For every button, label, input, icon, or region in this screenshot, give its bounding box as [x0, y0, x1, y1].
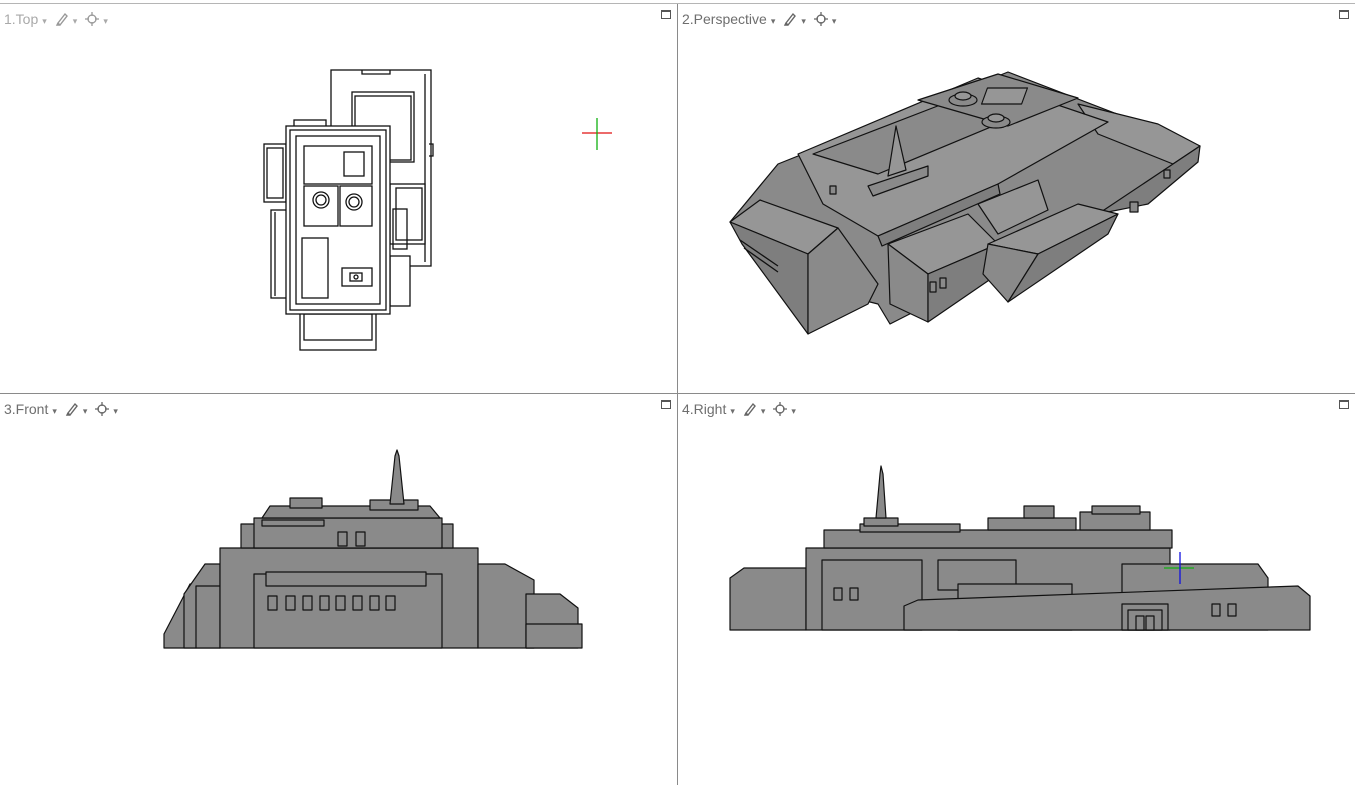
osnap-dropdown-caret[interactable]: ▾ — [103, 15, 108, 26]
title-dropdown-caret[interactable]: ▾ — [52, 405, 57, 416]
viewport-title[interactable]: 2.Perspective — [682, 11, 767, 27]
viewport-right[interactable]: 4.Right ▾ ▾ ▾ — [678, 394, 1355, 785]
viewport-perspective-header[interactable]: 2.Perspective ▾ ▾ ▾ — [682, 11, 842, 27]
viewport-top-header[interactable]: 1.Top ▾ ▾ ▾ — [4, 11, 114, 27]
maximize-icon[interactable] — [661, 400, 671, 409]
osnap-dropdown-caret[interactable]: ▾ — [791, 405, 796, 416]
viewport-splitter-horizontal[interactable] — [0, 393, 1355, 394]
osnap-dropdown-caret[interactable]: ▾ — [831, 15, 837, 26]
front-window-row — [267, 595, 396, 611]
display-dropdown-caret[interactable]: ▾ — [760, 405, 766, 416]
maximize-icon[interactable] — [661, 10, 671, 19]
viewport-perspective[interactable]: 2.Perspective ▾ ▾ ▾ — [678, 4, 1355, 393]
perspective-view-model — [729, 71, 1201, 335]
viewport-title[interactable]: 1.Top — [4, 11, 39, 27]
top-view-wireframe — [263, 69, 612, 351]
viewport-right-header[interactable]: 4.Right ▾ ▾ ▾ — [682, 401, 802, 417]
pen-icon[interactable] — [743, 402, 757, 416]
maximize-icon[interactable] — [1339, 400, 1349, 409]
target-icon[interactable] — [773, 402, 788, 416]
front-view-model — [163, 449, 583, 649]
title-dropdown-caret[interactable]: ▾ — [770, 15, 776, 26]
pen-icon[interactable] — [65, 402, 79, 416]
pen-icon[interactable] — [55, 12, 69, 26]
viewport-front[interactable]: 3.Front ▾ ▾ ▾ — [0, 394, 677, 785]
display-dropdown-caret[interactable]: ▾ — [801, 15, 806, 26]
pen-icon[interactable] — [783, 12, 797, 26]
display-dropdown-caret[interactable]: ▾ — [72, 15, 78, 26]
right-view-model — [729, 465, 1311, 631]
viewport-title[interactable]: 4.Right — [682, 401, 727, 417]
viewport-front-header[interactable]: 3.Front ▾ ▾ ▾ — [4, 401, 124, 417]
target-icon[interactable] — [85, 12, 100, 26]
display-dropdown-caret[interactable]: ▾ — [82, 405, 88, 416]
target-icon[interactable] — [813, 12, 828, 26]
target-icon[interactable] — [95, 402, 110, 416]
title-dropdown-caret[interactable]: ▾ — [42, 15, 47, 26]
window-top-border — [0, 3, 1355, 4]
viewport-top[interactable]: 1.Top ▾ ▾ ▾ — [0, 4, 677, 393]
viewport-splitter-vertical[interactable] — [677, 4, 678, 785]
viewport-title[interactable]: 3.Front — [4, 401, 49, 417]
maximize-icon[interactable] — [1339, 10, 1349, 19]
osnap-dropdown-caret[interactable]: ▾ — [113, 405, 118, 416]
title-dropdown-caret[interactable]: ▾ — [730, 405, 735, 416]
